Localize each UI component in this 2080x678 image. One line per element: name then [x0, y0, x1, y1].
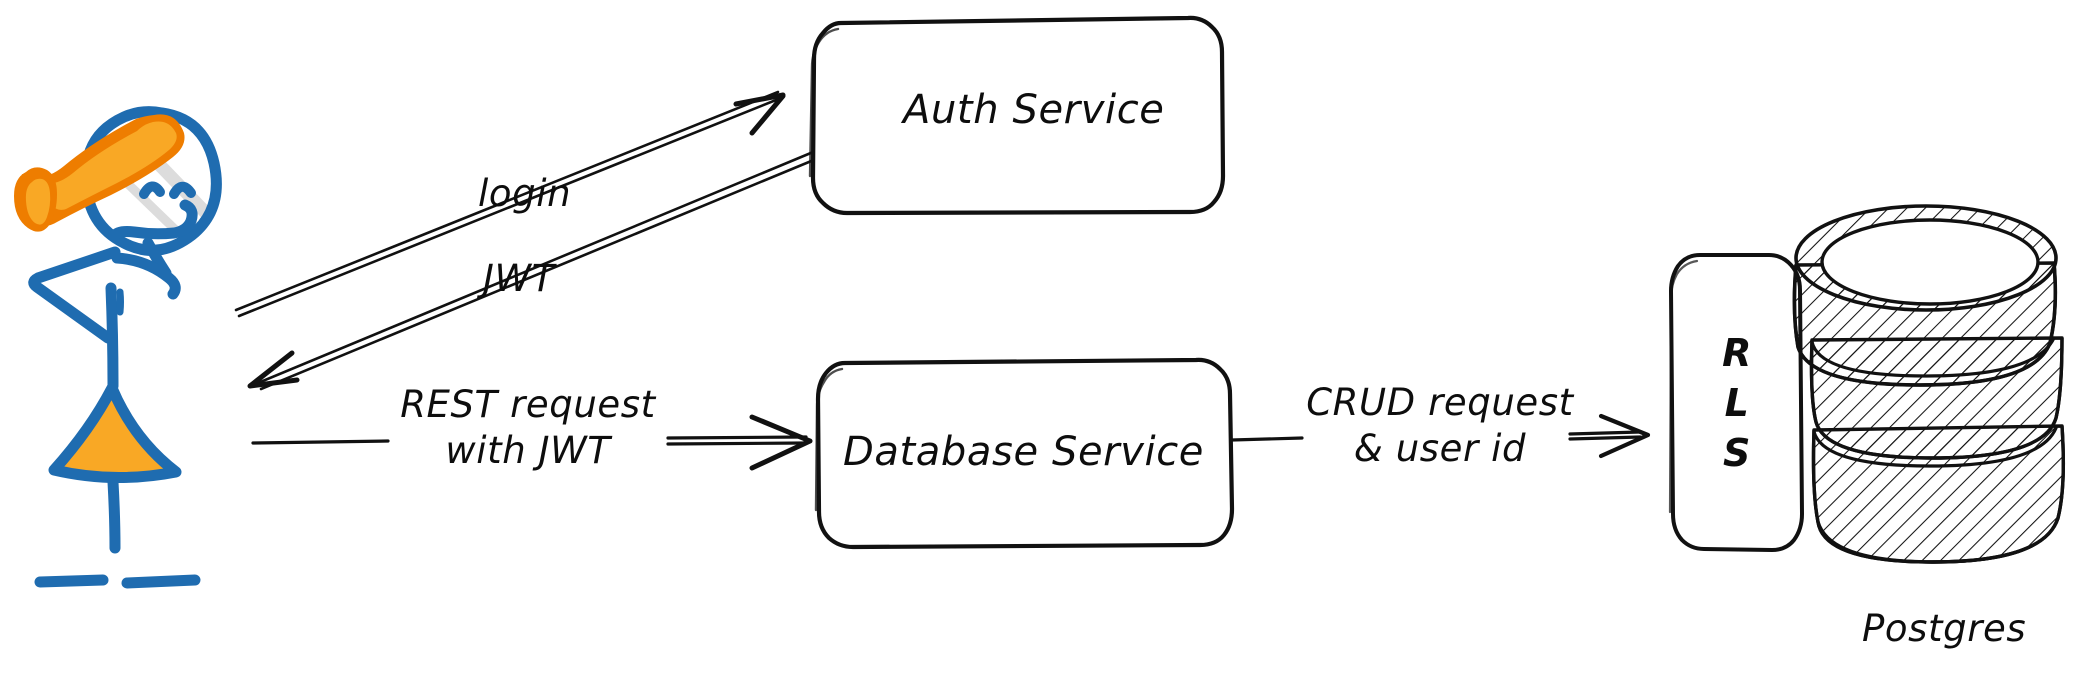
ground-dash-left: [34, 574, 109, 588]
edge-jwt: [247, 148, 823, 391]
head-outline: [80, 106, 222, 256]
edge-label-crud-request-line2: & user id: [1353, 427, 1527, 470]
torso-tick: [116, 288, 124, 316]
node-label-postgres: Postgres: [1862, 607, 2027, 650]
node-database-service[interactable]: [814, 357, 1235, 550]
node-label-rls-letter-s: S: [1723, 431, 1751, 475]
edge-label-rest-request-line1: REST request: [400, 383, 656, 426]
arrowhead-rest: [749, 414, 813, 471]
ground-dash-right: [121, 574, 201, 589]
node-label-rls-letter-l: L: [1724, 381, 1750, 425]
edge-label-jwt: JWT: [483, 257, 555, 300]
user-stick-figure: [14, 106, 222, 589]
left-arm: [28, 246, 121, 344]
right-arm: [111, 252, 181, 300]
node-label-rls-letter-r: R: [1722, 331, 1752, 375]
node-auth-service[interactable]: [808, 15, 1226, 216]
arrowhead-crud: [1598, 413, 1651, 459]
hat-bow-inner: [25, 178, 51, 225]
torso: [105, 282, 119, 392]
node-label-auth-service: Auth Service: [903, 87, 1165, 133]
edge-crud-request: [1230, 413, 1651, 459]
edge-login: [234, 90, 786, 318]
skirt-fill: [56, 388, 174, 475]
edge-label-login: login: [478, 172, 572, 215]
edge-label-crud-request-line1: CRUD request: [1306, 381, 1574, 424]
arrowhead-jwt: [247, 350, 300, 389]
arrowhead-login: [733, 92, 786, 136]
leg: [107, 476, 121, 554]
edge-rest-request: [251, 414, 813, 471]
node-label-database-service: Database Service: [843, 429, 1205, 475]
nose-mouth: [108, 199, 198, 242]
right-eye-icon: [169, 181, 196, 199]
node-postgres[interactable]: [1792, 204, 2066, 564]
hat-inner-highlight: [46, 121, 177, 210]
edge-label-rest-request-line2: with JWT: [445, 429, 611, 472]
left-eye-icon: [139, 181, 165, 199]
